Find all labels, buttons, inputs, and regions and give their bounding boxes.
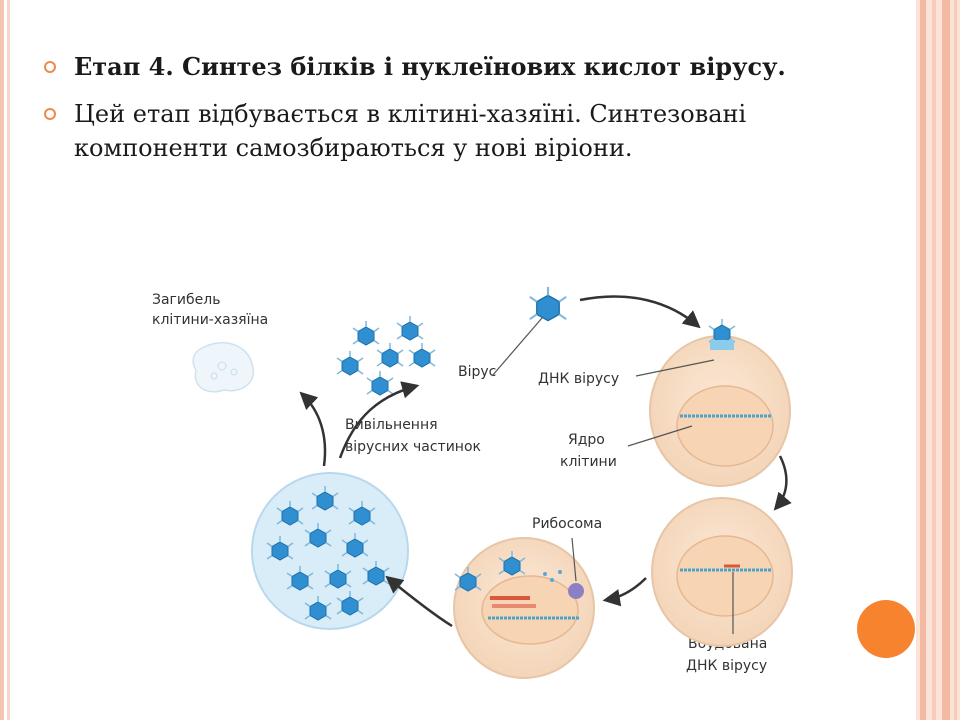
- left-decorative-border: [0, 0, 14, 720]
- cell-synthesis: [453, 537, 595, 679]
- virus-life-cycle-diagram: Загибель клітини-хазяїна Вірус ДНК вірус…: [152, 285, 793, 679]
- label-integrated-dna: ДНК вірусу: [686, 658, 767, 674]
- label-release: Вивільнення: [345, 417, 438, 433]
- label-viral-dna: ДНК вірусу: [538, 371, 619, 387]
- label-release: вірусних частинок: [345, 439, 481, 455]
- dead-host-cell: [192, 342, 255, 393]
- label-virus: Вірус: [458, 364, 496, 380]
- orange-circle-decoration: [857, 600, 915, 658]
- bullet-circle-icon: [44, 61, 56, 73]
- cycle-arrows: [299, 295, 792, 628]
- cell-integrated-dna: [651, 497, 793, 647]
- bullet-item: Цей етап відбувається в клітині-хазяїні.…: [44, 97, 834, 165]
- bullet-text: Етап 4. Синтез білків і нуклеїнових кисл…: [74, 52, 786, 81]
- bullet-item: Етап 4. Синтез білків і нуклеїнових кисл…: [44, 50, 834, 84]
- cell-assembly: [251, 472, 409, 630]
- label-ribosome: Рибосома: [532, 516, 602, 532]
- free-virus: [528, 285, 568, 322]
- label-host-death: Загибель: [152, 292, 220, 308]
- label-nucleus: Ядро: [568, 432, 605, 448]
- cell-attachment: [649, 318, 791, 487]
- bullet-circle-icon: [44, 108, 56, 120]
- right-decorative-border: [916, 0, 960, 720]
- label-host-death: клітини-хазяїна: [152, 312, 268, 328]
- released-virions: [336, 315, 436, 396]
- bullet-list: Етап 4. Синтез білків і нуклеїнових кисл…: [44, 50, 834, 165]
- label-nucleus: клітини: [560, 454, 617, 470]
- bullet-text: Цей етап відбувається в клітині-хазяїні.…: [74, 100, 747, 162]
